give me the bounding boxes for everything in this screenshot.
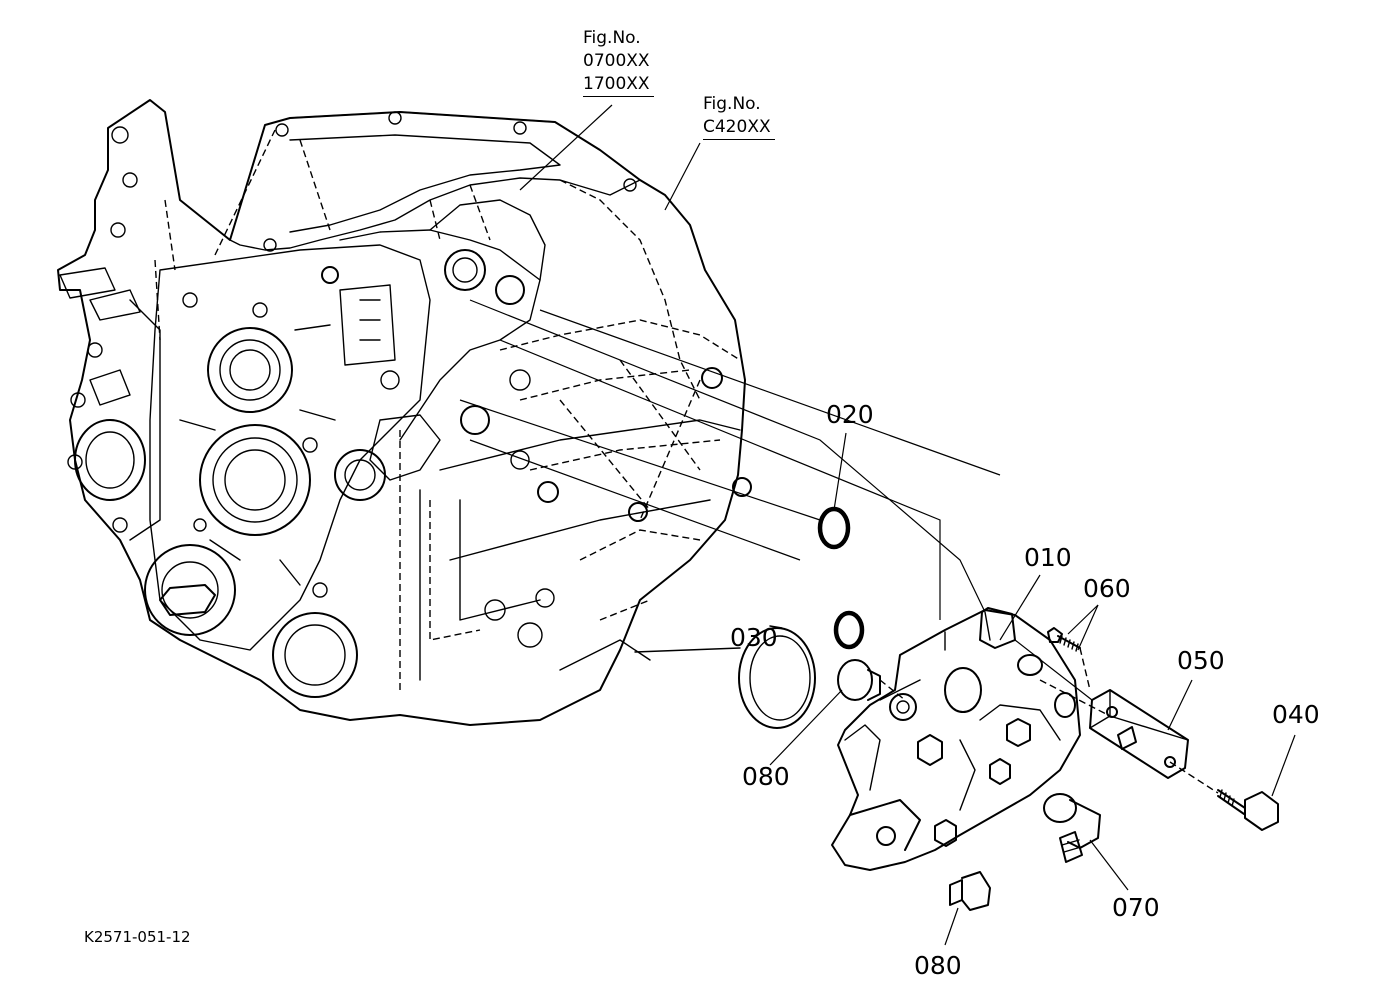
leader-lines <box>519 104 1296 946</box>
assembly-lines <box>459 299 1219 794</box>
o-rings-drawing <box>817 506 865 650</box>
screw-060-drawing <box>1047 627 1081 652</box>
sleeve-030-drawing <box>634 625 816 729</box>
part-label-060: 060 <box>1083 574 1131 603</box>
part-label-030: 030 <box>730 623 778 652</box>
elbow-fitting-070-drawing <box>1043 793 1101 863</box>
fig-ref-code: 0700XX <box>583 51 650 71</box>
fig-ref-code: 1700XX <box>583 73 654 97</box>
fig-ref-code: C420XX <box>703 116 775 140</box>
fig-ref-c420: Fig.No. C420XX <box>703 93 775 140</box>
bolt-040-drawing <box>1217 789 1279 831</box>
fig-ref-heading: Fig.No. <box>583 28 641 48</box>
hydraulic-pump-body-drawing <box>831 607 1081 871</box>
part-label-020: 020 <box>826 400 874 429</box>
fig-ref-0700-1700: Fig.No. 0700XX 1700XX <box>583 27 654 97</box>
part-label-010: 010 <box>1024 543 1072 572</box>
transmission-case-drawing <box>57 99 752 726</box>
fig-ref-heading: Fig.No. <box>703 94 761 114</box>
part-label-070: 070 <box>1112 893 1160 922</box>
part-label-050: 050 <box>1177 646 1225 675</box>
part-label-080-lower: 080 <box>914 951 962 980</box>
drawing-code: K2571-051-12 <box>84 928 191 946</box>
part-label-080-upper: 080 <box>742 762 790 791</box>
plug-080-drawing <box>837 659 991 911</box>
part-label-040: 040 <box>1272 700 1320 729</box>
